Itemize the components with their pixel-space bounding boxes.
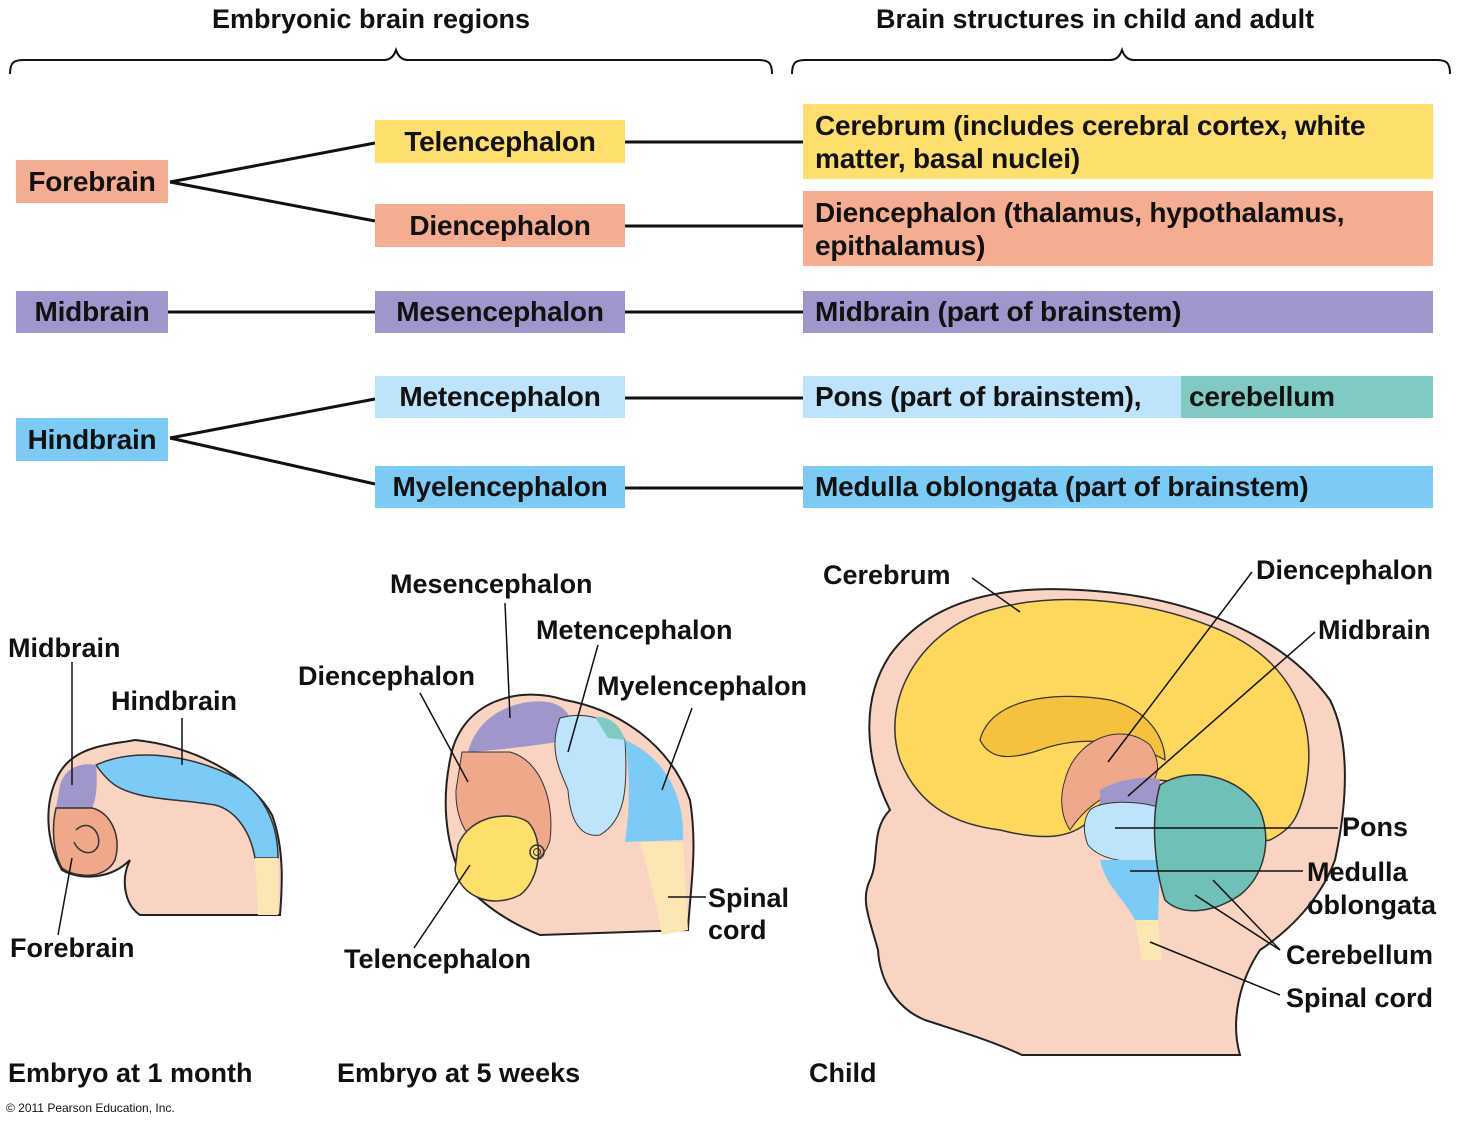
label-5w-telencephalon: Telencephalon [344, 944, 532, 974]
embryo5-mesencephalon [468, 701, 572, 752]
embryo-1-month-illustration [47, 662, 283, 936]
label-child-pons: Pons [1342, 812, 1409, 842]
box-adult-midbrain: Midbrain (part of brainstem) [803, 291, 1433, 333]
label-child-cerebrum: Cerebrum [823, 560, 951, 590]
label-5w-mesencephalon: Mesencephalon [390, 569, 593, 599]
box-cerebellum: cerebellum [1181, 376, 1433, 418]
embryo5-spinal [640, 842, 688, 935]
box-medulla: Medulla oblongata (part of brainstem) [803, 466, 1433, 508]
box-metencephalon: Metencephalon [375, 376, 625, 418]
label-5w-diencephalon: Diencephalon [298, 661, 476, 691]
box-diencephalon: Diencephalon [375, 204, 625, 247]
leader-1m-forebrain [57, 857, 73, 936]
leader-5w-myelencephalon [661, 707, 693, 791]
box-adult-diencephalon: Diencephalon (thalamus, hypothalamus, ep… [803, 191, 1433, 266]
label-1m-forebrain: Forebrain [10, 933, 135, 963]
child-medulla [1100, 860, 1160, 920]
leader-5w-telencephalon [413, 864, 471, 949]
embryo5-cerebellum-tip [595, 716, 625, 740]
box-forebrain: Forebrain [16, 160, 168, 203]
line-hindbrain-myelencephalon [169, 436, 376, 486]
diencephalon-line-2: epithalamus) [815, 229, 986, 261]
line-forebrain-telencephalon [169, 141, 376, 184]
box-hindbrain: Hindbrain [16, 418, 168, 461]
child-spinal [1135, 920, 1162, 960]
line-forebrain-diencephalon [169, 180, 376, 223]
caption-embryo-5-weeks: Embryo at 5 weeks [337, 1058, 581, 1088]
header-child-adult-structures: Brain structures in child and adult [876, 4, 1315, 34]
box-midbrain: Midbrain [16, 291, 168, 333]
brace-right [791, 46, 1451, 75]
embryo-5-weeks-illustration [413, 602, 706, 949]
leader-child-cerebellum-b [1194, 894, 1281, 951]
leader-child-midbrain [1127, 631, 1316, 797]
label-child-diencephalon: Diencephalon [1256, 555, 1434, 585]
leader-5w-metencephalon [567, 644, 599, 753]
line-hindbrain-metencephalon [169, 397, 376, 440]
leader-child-cerebellum-a [1212, 879, 1281, 951]
label-1m-hindbrain: Hindbrain [111, 686, 237, 716]
leader-5w-diencephalon [419, 692, 469, 783]
embryo1-spinal [255, 858, 278, 915]
label-5w-spinal-2: cord [708, 915, 767, 945]
label-child-cerebellum: Cerebellum [1286, 940, 1434, 970]
leader-5w-mesencephalon [504, 602, 511, 719]
leader-child-spinal [1149, 941, 1281, 996]
caption-child: Child [809, 1058, 877, 1088]
child-cerebellum [1153, 774, 1267, 912]
child-head-illustration [864, 571, 1346, 1056]
box-mesencephalon: Mesencephalon [375, 291, 625, 333]
embryo5-myelencephalon [625, 740, 684, 842]
child-inner-fold [979, 695, 1166, 762]
box-telencephalon: Telencephalon [375, 120, 625, 163]
label-child-spinal-cord: Spinal cord [1286, 983, 1434, 1013]
box-pons: Pons (part of brainstem), [803, 376, 1181, 418]
embryo1-forebrain [52, 807, 118, 877]
cerebrum-line-1: Cerebrum (includes cerebral cortex, whit… [815, 109, 1366, 141]
label-child-midbrain: Midbrain [1318, 615, 1431, 645]
embryo1-midbrain [56, 764, 97, 808]
cerebrum-line-2: matter, basal nuclei) [815, 142, 1081, 174]
embryo1-hindbrain [94, 754, 279, 859]
label-1m-midbrain: Midbrain [8, 633, 121, 663]
copyright-notice: © 2011 Pearson Education, Inc. [6, 1101, 175, 1115]
caption-embryo-1-month: Embryo at 1 month [8, 1058, 253, 1088]
box-myelencephalon: Myelencephalon [375, 466, 625, 508]
brace-left [9, 46, 773, 75]
diencephalon-line-1: Diencephalon (thalamus, hypothalamus, [815, 196, 1345, 228]
leader-child-cerebrum [971, 577, 1021, 613]
box-cerebrum: Cerebrum (includes cerebral cortex, whit… [803, 104, 1433, 179]
label-5w-spinal-1: Spinal [708, 883, 790, 913]
label-child-medulla-1: Medulla [1307, 857, 1408, 887]
label-child-medulla-2: oblongata [1307, 890, 1436, 920]
leader-child-diencephalon [1107, 571, 1253, 763]
embryo5-telencephalon [454, 815, 540, 902]
label-5w-myelencephalon: Myelencephalon [597, 671, 808, 701]
label-5w-metencephalon: Metencephalon [536, 615, 733, 645]
header-embryonic-regions: Embryonic brain regions [212, 4, 531, 34]
